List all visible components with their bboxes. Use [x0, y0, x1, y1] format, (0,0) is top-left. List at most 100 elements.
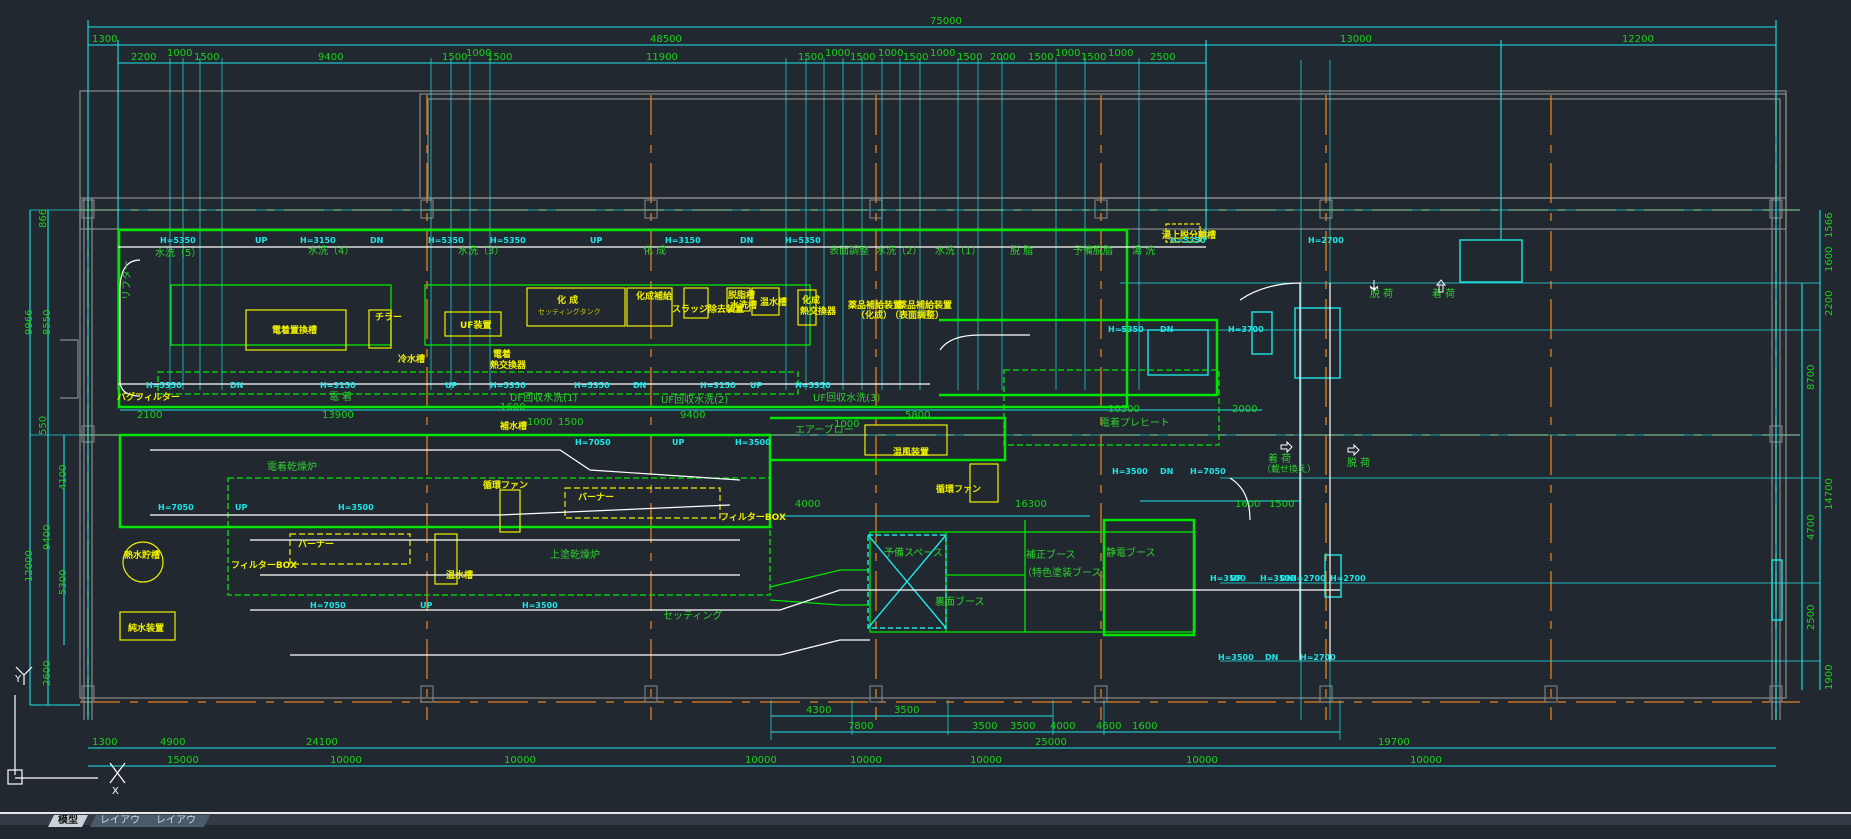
equip-label: 熱交換器: [490, 359, 527, 371]
equip-label: 熱交換器: [800, 305, 837, 317]
equip-label: 温水槽: [760, 296, 787, 308]
equip-label: 電着: [493, 348, 511, 360]
dim-top-r2-1: 48500: [650, 34, 682, 45]
equip-label: バーナー: [298, 539, 334, 550]
tab-layout1[interactable]: レイアウト1: [90, 815, 154, 827]
dim-bottom-r4: 10000: [330, 755, 362, 766]
dim-right-outer: 14700: [1824, 478, 1835, 510]
zone-label: 裏面ブース: [935, 595, 985, 608]
dim-top-r3: 1500: [903, 52, 928, 63]
zone-label: エアーブロー: [795, 423, 854, 436]
equip-label: 冷水槽: [398, 353, 425, 365]
dim-bottom-r3: 1300: [92, 737, 117, 748]
conveyor-label: DN: [1160, 467, 1173, 476]
conveyor-label: UP: [590, 236, 602, 245]
process-zone-labels: 水洗（5） 水洗（4） 水洗（3） 化 成 表面調整 水洗（2） 水洗（1） 脱…: [121, 244, 1170, 622]
equip-label: 化成: [802, 294, 820, 306]
equip-label: 温風装置: [893, 446, 929, 458]
equip-label: 湯上脱分離槽: [1162, 229, 1216, 241]
dim-bottom-r2: 1600: [1132, 721, 1157, 732]
dim-top-r3: 1000: [466, 48, 491, 59]
conveyor-label: H=3500: [1260, 574, 1296, 583]
equip-label: バグフィルター: [117, 391, 180, 403]
dim-top-r3: 1500: [1028, 52, 1053, 63]
dim-top-r2-3: 12200: [1622, 34, 1654, 45]
layout-tab-bar: 模型 レイアウト1 レイアウト2: [0, 812, 1851, 825]
equip-label: 電着置換槽: [272, 324, 317, 336]
zone-label: 脱 脂: [1010, 244, 1033, 257]
tab-layout2[interactable]: レイアウト2: [146, 815, 210, 827]
dim-inner: 2100: [137, 410, 162, 421]
conveyor-label: UP: [255, 236, 267, 245]
conveyor-label: UP: [235, 503, 247, 512]
zone-label: （特色塗装ブース）: [1022, 566, 1112, 579]
conveyor-label: H=3150: [320, 381, 356, 390]
dim-left-mid: 2600: [42, 661, 53, 686]
dim-bottom-r4: 10000: [1410, 755, 1442, 766]
conveyor-label: H=3150: [700, 381, 736, 390]
dim-top-r3: 1500: [194, 52, 219, 63]
dim-right-inner: 2500: [1806, 605, 1817, 630]
dim-inner: 4000: [795, 499, 820, 510]
dim-top-r3: 2200: [131, 52, 156, 63]
dim-bottom-r4: 10000: [850, 755, 882, 766]
conveyor-label: H=5350: [1108, 325, 1144, 334]
dim-top-r3: 1000: [1055, 48, 1080, 59]
dim-left-outer: 12000: [24, 550, 35, 582]
dim-top-r3: 2500: [1150, 52, 1175, 63]
dim-right-inner: 4700: [1806, 515, 1817, 540]
conveyor-label: H=3500: [522, 601, 558, 610]
equipment-outlines: [117, 223, 1783, 661]
equip-label: フィルターBOX: [231, 559, 297, 571]
dim-left-outer: 9966: [24, 310, 35, 335]
conveyor-label: UP: [750, 381, 762, 390]
tab-model[interactable]: 模型: [48, 815, 88, 827]
zone-label: 補正ブース: [1026, 548, 1076, 561]
dim-top-r3: 1500: [850, 52, 875, 63]
dim-inner: 9400: [680, 410, 705, 421]
dim-bottom-r4: 10000: [970, 755, 1002, 766]
conveyor-label: H=2700: [1290, 574, 1326, 583]
equip-label: セッティングタンク: [538, 307, 601, 316]
conveyor-label: DN: [1160, 325, 1173, 334]
dim-bottom-r4: 10000: [745, 755, 777, 766]
dim-bottom-r2: 4000: [1050, 721, 1075, 732]
conveyor-label: UP: [672, 438, 684, 447]
flow-label-unload: 脱 荷: [1347, 456, 1370, 469]
equipment-labels: 電着置換槽 チラー UF装置 冷水槽 電着 熱交換器 化 成 セッティングタンク…: [117, 229, 1216, 634]
conveyor-label: H=5350: [490, 381, 526, 390]
equip-label: 熱水貯槽: [124, 549, 160, 561]
equip-label: 循環ファン: [936, 483, 981, 495]
equip-label: 薬品補給装置: [898, 299, 952, 311]
equip-label: 補水槽: [499, 420, 527, 432]
conveyor-label: H=5350: [160, 236, 196, 245]
conveyor-label: DN: [370, 236, 383, 245]
dim-left-inner: 4100: [58, 465, 69, 490]
inner-dimension-texts: 13900 2100 1000 1500 9400 1600 1000 5800…: [137, 402, 1294, 510]
flow-label-load: 着 荷: [1432, 287, 1455, 300]
zone-label: セッティング: [663, 609, 722, 622]
conveyor-label: H=2700: [1330, 574, 1366, 583]
zone-label: 表面調整: [829, 244, 869, 257]
conveyor-label: H=5350: [795, 381, 831, 390]
conveyor-label: H=3500: [1210, 574, 1246, 583]
dim-inner: 1600: [500, 402, 525, 413]
dim-inner: 1500: [558, 417, 583, 428]
conveyor-label: H=7050: [310, 601, 346, 610]
conveyor-label: H=3500: [735, 438, 771, 447]
conveyor-label: H=2700: [1300, 653, 1336, 662]
equip-label: 水洗槽: [730, 299, 757, 311]
conveyor-label: H=3500: [338, 503, 374, 512]
equip-label: 純水装置: [128, 622, 164, 634]
dim-left-mid: 9400: [42, 525, 53, 550]
ucs-x-label: X: [112, 786, 119, 797]
dim-inner: 1500: [1269, 499, 1294, 510]
arrow-right-icon: [1347, 443, 1360, 457]
dim-right-outer: 1900: [1824, 665, 1835, 690]
cad-drawing-canvas[interactable]: Y X 75000 1300 48500 13000 12200 2200 10…: [0, 0, 1851, 812]
conveyor-label: H=5350: [574, 381, 610, 390]
structural-columns: [81, 199, 1783, 703]
conveyor-label: H=5350: [1170, 236, 1206, 245]
zone-label: UF回収水洗(3): [813, 392, 880, 404]
